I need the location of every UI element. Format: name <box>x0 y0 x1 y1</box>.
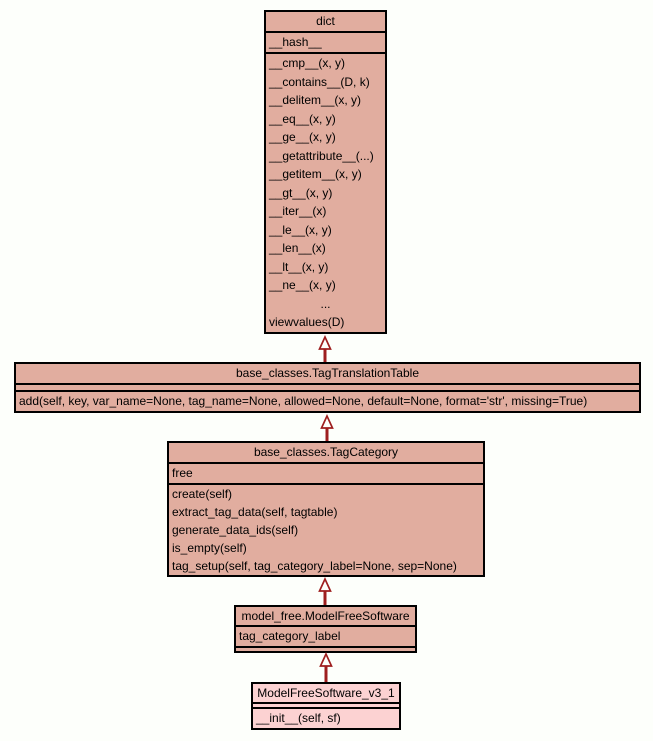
method-item: __iter__(x) <box>269 204 327 218</box>
method-item: generate_data_ids(self) <box>172 523 299 537</box>
empty-attributes-section <box>16 383 639 390</box>
attribute-item: __hash__ <box>269 35 322 49</box>
method-item: __getattribute__(...) <box>269 148 374 163</box>
method-item: __eq__(x, y) <box>269 111 336 126</box>
class-name[interactable]: model_free.ModelFreeSoftware <box>241 609 410 623</box>
attribute-item: tag_category_label <box>239 629 341 643</box>
method-item: viewvalues(D) <box>269 315 345 329</box>
method-item: __delitem__(x, y) <box>269 93 362 107</box>
inheritance-arrow-modelfreesoftware-to-tagcategory <box>318 576 332 605</box>
method-item: extract_tag_data(self, tagtable) <box>172 505 338 519</box>
inheritance-arrow-tagtranslationtable-to-dict <box>318 334 332 362</box>
hollow-triangle-arrowhead <box>319 651 333 667</box>
class-box-tag-category: base_classes.TagCategory free create(sel… <box>167 441 485 577</box>
class-name[interactable]: dict <box>316 14 335 28</box>
class-box-model-free-software: model_free.ModelFreeSoftware tag_categor… <box>234 605 417 653</box>
method-item: __init__(self, sf) <box>256 711 341 725</box>
methods-ellipsis: ... <box>320 296 331 311</box>
method-item: is_empty(self) <box>172 541 247 555</box>
class-box-dict: dict __hash__ __cmp__(x, y) __contains__… <box>264 10 387 334</box>
method-item: __contains__(D, k) <box>269 74 370 89</box>
class-name[interactable]: base_classes.TagTranslationTable <box>236 366 419 380</box>
inheritance-arrow-tagcategory-to-tagtranslationtable <box>320 413 334 441</box>
attribute-item: free <box>172 466 193 480</box>
class-name[interactable]: ModelFreeSoftware_v3_1 <box>257 686 395 700</box>
method-item: __ge__(x, y) <box>269 130 336 144</box>
inheritance-arrow-v3-1-to-modelfreesoftware <box>319 651 333 682</box>
hollow-triangle-arrowhead <box>320 413 334 429</box>
hollow-triangle-arrowhead <box>318 334 332 350</box>
class-box-tag-translation-table: base_classes.TagTranslationTable add(sel… <box>14 362 641 413</box>
method-item: add(self, key, var_name=None, tag_name=N… <box>19 394 588 408</box>
empty-methods-section <box>236 646 415 651</box>
empty-attributes-section <box>253 702 399 707</box>
method-item: __ne__(x, y) <box>269 278 336 292</box>
method-item: tag_setup(self, tag_category_label=None,… <box>172 559 457 573</box>
method-item: create(self) <box>172 487 233 501</box>
method-item: __getitem__(x, y) <box>269 167 362 181</box>
class-box-model-free-software-v3-1: ModelFreeSoftware_v3_1 __init__(self, sf… <box>251 682 401 730</box>
class-name[interactable]: base_classes.TagCategory <box>253 445 399 459</box>
hollow-triangle-arrowhead <box>318 576 332 592</box>
method-item: __le__(x, y) <box>269 222 332 237</box>
method-item: __len__(x) <box>269 241 326 255</box>
method-item: __cmp__(x, y) <box>269 56 346 70</box>
method-item: __gt__(x, y) <box>269 185 333 200</box>
method-item: __lt__(x, y) <box>269 259 329 274</box>
